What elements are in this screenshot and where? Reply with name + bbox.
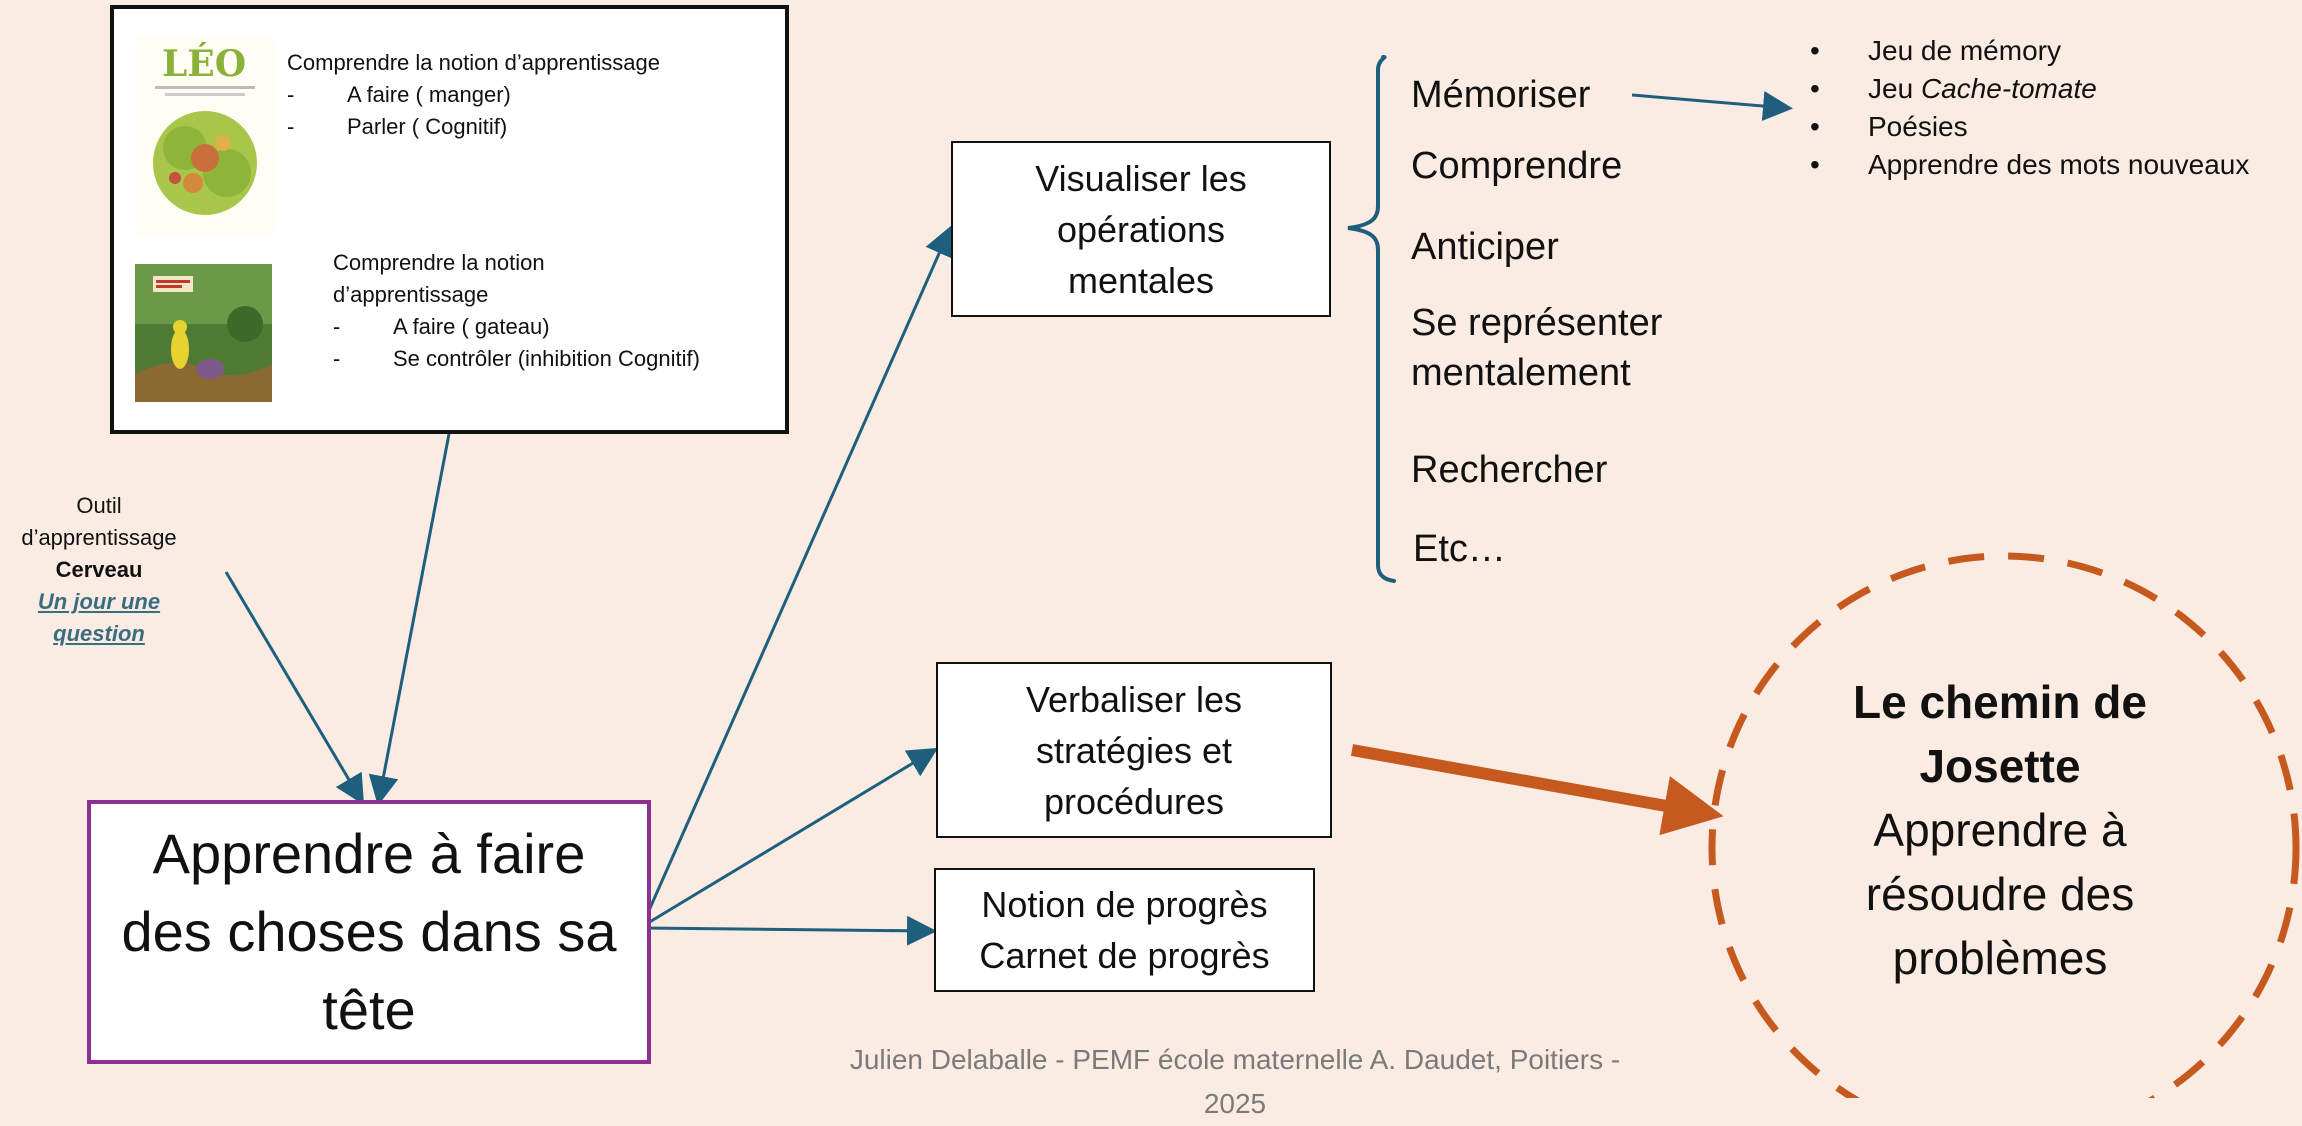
circle-line5: problèmes <box>1892 932 2108 984</box>
tool-label-line2: d’apprentissage <box>21 525 177 550</box>
operation-represent-line1: Se représenter <box>1411 302 1663 344</box>
bullet-icon: • <box>1810 149 1820 180</box>
arrow-main-to-visualize <box>641 225 954 925</box>
verbalize-line1: Verbaliser les <box>1025 678 1243 720</box>
book-1-item: - Parler ( Cognitif) <box>287 111 660 143</box>
circle-line4: résoudre des <box>1865 868 2135 920</box>
progress-line1: Notion de progrès <box>981 884 1268 925</box>
brace-shape <box>1347 55 1396 583</box>
arrow-main-to-progress <box>642 915 937 946</box>
visualize-line1: Visualiser les <box>1035 157 1247 199</box>
dashed-circle <box>1708 552 2300 1098</box>
circle-title-line1: Le chemin de <box>1853 676 2147 728</box>
book-1-item: - A faire ( manger) <box>287 79 660 111</box>
book-2-item: - A faire ( gateau) <box>333 311 700 343</box>
leo-cover-art: LÉO <box>135 38 274 234</box>
activity-label: Jeu <box>1868 73 1921 104</box>
circle-line3: Apprendre à <box>1873 804 2127 856</box>
main-box-line2: des choses dans sa <box>121 900 617 963</box>
operation-memorize: Mémoriser <box>1411 74 1591 116</box>
operation-represent-line2: mentalement <box>1411 352 1631 394</box>
book-1-description: Comprendre la notion d’apprentissage - A … <box>287 47 660 143</box>
operation-search: Rechercher <box>1411 449 1608 491</box>
activity-label-italic: Cache-tomate <box>1920 73 2097 104</box>
main-box-line1: Apprendre à faire <box>152 822 586 885</box>
circle-title-line2: Josette <box>1919 740 2081 792</box>
book-2-notion-line1: Comprendre la notion <box>333 250 545 275</box>
main-concept-box: Apprendre à faire des choses dans sa têt… <box>87 800 651 1064</box>
memorize-activities-list: • Jeu de mémory • Jeu Cache-tomate • Poésie… <box>1810 32 2249 184</box>
arrow-tool-to-main <box>224 571 365 806</box>
book-1-item-label: Parler ( Cognitif) <box>347 114 508 139</box>
operation-etc: Etc… <box>1413 528 1506 570</box>
list-item: • Apprendre des mots nouveaux <box>1810 146 2249 184</box>
dash-icon: - <box>333 346 341 371</box>
verbalize-line3: procédures <box>1043 780 1225 822</box>
josette-path-text: Le chemin de Josette Apprendre à résoudr… <box>1710 670 2290 990</box>
footer-line2: 2025 <box>1203 1088 1267 1119</box>
main-box-line3: tête <box>322 978 416 1041</box>
book-2-item-label: A faire ( gateau) <box>393 314 550 339</box>
visualize-operations-box: Visualiser les opérations mentales <box>951 141 1331 317</box>
visualize-line2: opérations <box>1056 208 1226 250</box>
arrow-verbalize-to-circle <box>1350 744 1724 836</box>
book-1-item-label: A faire ( manger) <box>347 82 511 107</box>
list-item: • Jeu de mémory <box>1810 32 2249 70</box>
diagram-connectors <box>224 55 2300 1098</box>
bullet-icon: • <box>1810 35 1820 66</box>
footer-line1: Julien Delaballe - PEMF école maternelle… <box>849 1044 1621 1075</box>
leo-book-cover-image: LÉO <box>135 38 274 234</box>
visualize-line3: mentales <box>1067 259 1215 301</box>
list-item: • Poésies <box>1810 108 2249 146</box>
operation-anticipate: Anticiper <box>1411 226 1559 268</box>
book-2-item-label: Se contrôler (inhibition Cognitif) <box>393 346 700 371</box>
activity-label: Jeu de mémory <box>1868 35 2061 66</box>
book-2-description: Comprendre la notion d’apprentissage - A … <box>333 247 700 375</box>
list-item: • Jeu Cache-tomate <box>1810 70 2249 108</box>
progress-notion-box: Notion de progrès Carnet de progrès <box>934 868 1315 992</box>
tool-link-line1[interactable]: Un jour une <box>37 589 161 614</box>
tool-link-line2[interactable]: question <box>53 621 145 646</box>
leo-cover-title: LÉO <box>162 43 246 85</box>
jungle-cover-art <box>135 264 272 402</box>
book-1-notion: Comprendre la notion d’apprentissage <box>287 50 661 75</box>
operation-understand: Comprendre <box>1411 145 1623 187</box>
activity-label: Poésies <box>1868 111 1968 142</box>
bullet-icon: • <box>1810 111 1820 142</box>
dash-icon: - <box>333 314 341 339</box>
slide-footer: Julien Delaballe - PEMF école maternelle… <box>700 1038 1770 1126</box>
tool-label-brain: Cerveau <box>55 557 143 582</box>
book-2-item: - Se contrôler (inhibition Cognitif) <box>333 343 700 375</box>
arrow-memorize-to-activities <box>1631 91 1793 121</box>
jungle-book-cover-image <box>135 264 272 402</box>
dash-icon: - <box>287 82 295 107</box>
tool-label-line1: Outil <box>76 493 122 518</box>
dash-icon: - <box>287 114 295 139</box>
book-2-notion-line2: d’apprentissage <box>333 282 489 307</box>
arrow-main-to-verbalize <box>642 747 939 928</box>
progress-line2: Carnet de progrès <box>979 935 1270 976</box>
learning-tool-label: Outil d’apprentissage Cerveau Un jour un… <box>0 490 198 650</box>
arrow-book-to-main <box>368 433 451 806</box>
verbalize-line2: stratégies et <box>1035 729 1233 771</box>
bullet-icon: • <box>1810 73 1820 104</box>
verbalize-strategies-box: Verbaliser les stratégies et procédures <box>936 662 1332 838</box>
activity-label: Apprendre des mots nouveaux <box>1868 149 2250 180</box>
